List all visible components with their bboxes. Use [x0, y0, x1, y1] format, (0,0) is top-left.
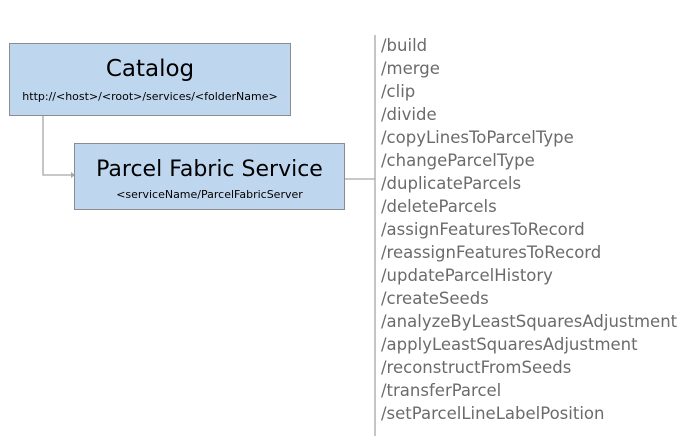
service-title: Parcel Fabric Service: [96, 157, 323, 182]
service-path: <serviceName/ParcelFabricServer: [116, 188, 303, 201]
operation-clip: /clip: [381, 82, 416, 101]
operation-set-parcel-line-label-position: /setParcelLineLabelPosition: [381, 404, 605, 423]
operation-reconstruct-from-seeds: /reconstructFromSeeds: [381, 358, 572, 377]
catalog-title: Catalog: [105, 56, 195, 82]
operation-analyze-by-least-squares-adjustment: /analyzeByLeastSquaresAdjustment: [381, 312, 678, 331]
catalog-box: Catalog http://<host>/<root>/services/<f…: [9, 43, 291, 116]
operation-copy-lines-to-parcel-type: /copyLinesToParcelType: [381, 128, 574, 147]
operation-duplicate-parcels: /duplicateParcels: [381, 174, 522, 193]
catalog-to-service-connector: [42, 116, 71, 176]
operation-update-parcel-history: /updateParcelHistory: [381, 266, 553, 285]
operation-apply-least-squares-adjustment: /applyLeastSquaresAdjustment: [381, 335, 638, 354]
operation-merge: /merge: [381, 59, 440, 78]
catalog-url: http://<host>/<root>/services/<folderNam…: [22, 90, 278, 103]
operation-transfer-parcel: /transferParcel: [381, 381, 502, 400]
operation-assign-features-to-record: /assignFeaturesToRecord: [381, 220, 585, 239]
parcel-fabric-service-box: Parcel Fabric Service <serviceName/Parce…: [74, 143, 345, 210]
operation-delete-parcels: /deleteParcels: [381, 197, 497, 216]
operation-reassign-features-to-record: /reassignFeaturesToRecord: [381, 243, 602, 262]
operations-list: /build /merge /clip /divide /copyLinesTo…: [381, 34, 677, 425]
operation-change-parcel-type: /changeParcelType: [381, 151, 535, 170]
operation-divide: /divide: [381, 105, 437, 124]
operation-create-seeds: /createSeeds: [381, 289, 489, 308]
operation-build: /build: [381, 36, 428, 55]
